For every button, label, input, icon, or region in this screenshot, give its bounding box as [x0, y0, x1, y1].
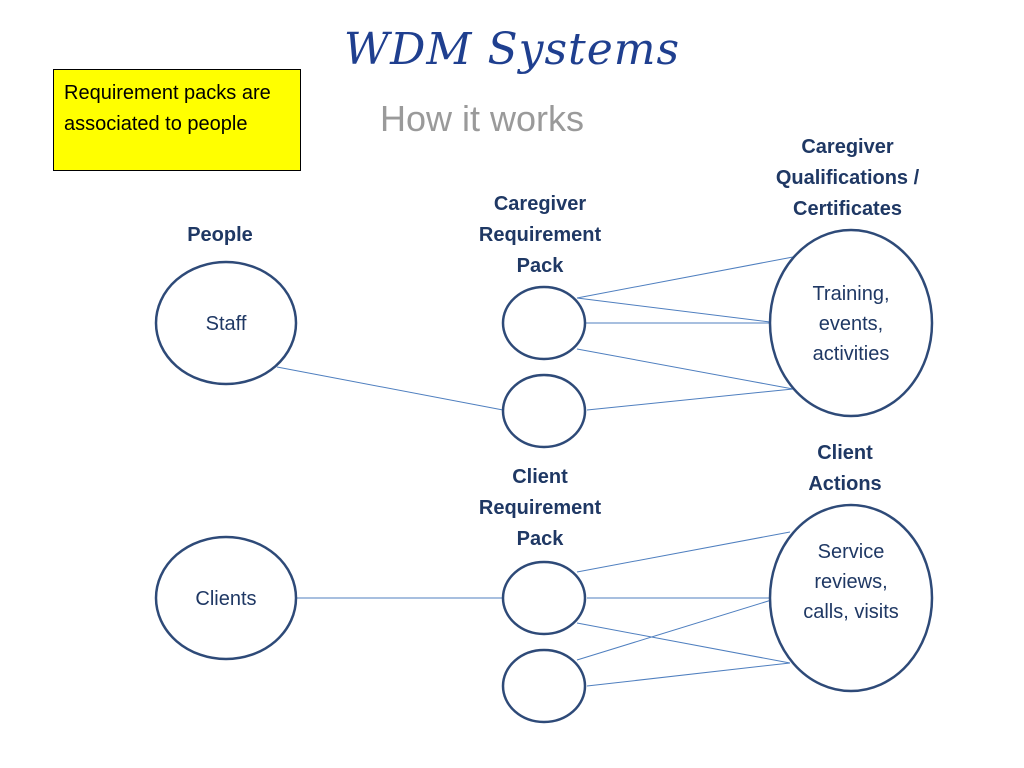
slide-subtitle: How it works: [379, 98, 585, 139]
node-client-pack-2: [501, 648, 587, 724]
slide-title: WDM Systems: [343, 24, 681, 75]
header-client-actions: Client Actions: [808, 442, 882, 495]
connector-cpack1-service-c: [576, 622, 791, 664]
connector-cpack2-service-b: [586, 662, 791, 687]
header-client-pack: Client Requirement Pack: [478, 466, 602, 550]
connector-pack1-training-b: [576, 297, 771, 323]
note-box: Requirement packs are associated to peop…: [53, 69, 301, 171]
label-staff: Staff: [205, 313, 247, 335]
connector-pack2-training: [586, 388, 794, 411]
label-service: Service reviews, calls, visits: [803, 541, 899, 623]
connectors: [276, 256, 794, 687]
node-staff: [154, 260, 298, 386]
header-caregiver-qualifications: Caregiver Qualifications / Certificates: [775, 136, 920, 220]
label-training: Training, events, activities: [812, 283, 890, 365]
nodes: [154, 228, 934, 724]
connector-cpack2-service-a: [576, 597, 779, 661]
connector-cpack1-service-a: [576, 531, 791, 573]
node-caregiver-pack-2: [501, 373, 587, 449]
connector-pack1-training-d: [576, 348, 794, 390]
node-caregiver-pack-1: [501, 285, 587, 361]
label-clients: Clients: [195, 588, 257, 610]
node-clients: [154, 535, 298, 661]
connector-pack1-training-a: [576, 256, 794, 299]
connector-staff-pack2: [276, 366, 504, 411]
node-service: [768, 503, 934, 693]
node-training: [768, 228, 934, 418]
header-people: People: [187, 224, 253, 246]
node-client-pack-1: [501, 560, 587, 636]
header-caregiver-pack: Caregiver Requirement Pack: [478, 193, 602, 277]
